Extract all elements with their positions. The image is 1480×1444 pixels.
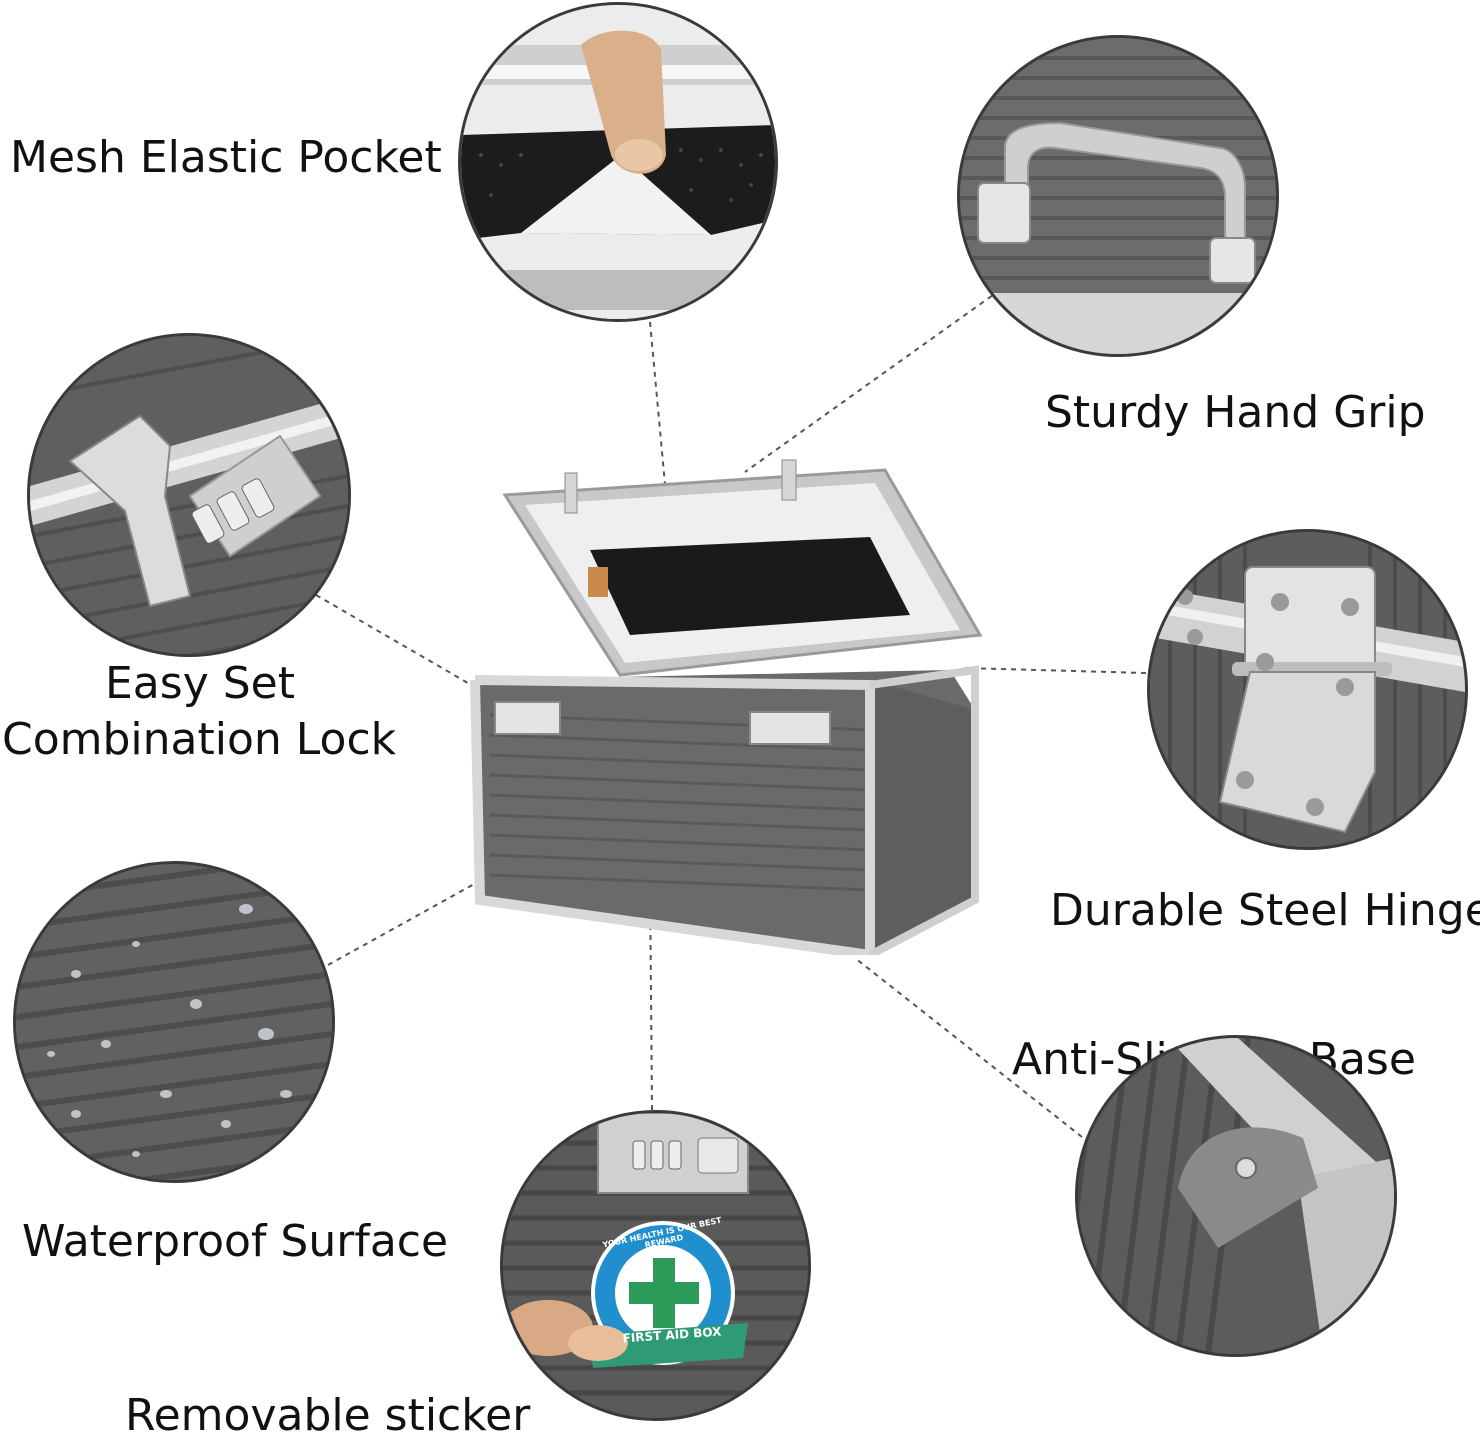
- label-easy-set: Easy Set: [105, 658, 295, 709]
- mesh-pocket-detail-circle: [458, 2, 778, 322]
- label-combination-lock: Combination Lock: [2, 714, 397, 765]
- label-durable-steel-hinge: Durable Steel Hinge: [1050, 885, 1480, 936]
- label-sturdy-hand-grip: Sturdy Hand Grip: [1045, 387, 1426, 438]
- callout-line-hinge: [964, 667, 1147, 674]
- hand-grip-detail-circle: [957, 35, 1279, 357]
- callout-line-base: [854, 957, 1083, 1138]
- steel-hinge-detail-circle: [1147, 529, 1468, 850]
- label-mesh-elastic-pocket: Mesh Elastic Pocket: [10, 132, 442, 183]
- waterproof-surface-detail-circle: [13, 861, 335, 1183]
- callout-line-grip: [744, 289, 1001, 473]
- combination-lock-detail-circle: [27, 333, 351, 657]
- label-waterproof-surface: Waterproof Surface: [22, 1216, 449, 1267]
- callout-line-lock: [315, 594, 481, 691]
- label-removable-sticker: Removable sticker: [125, 1390, 531, 1441]
- first-aid-case-image: [470, 459, 983, 955]
- removable-sticker-detail-circle: [500, 1110, 811, 1421]
- anti-slippery-base-detail-circle: [1075, 1035, 1397, 1357]
